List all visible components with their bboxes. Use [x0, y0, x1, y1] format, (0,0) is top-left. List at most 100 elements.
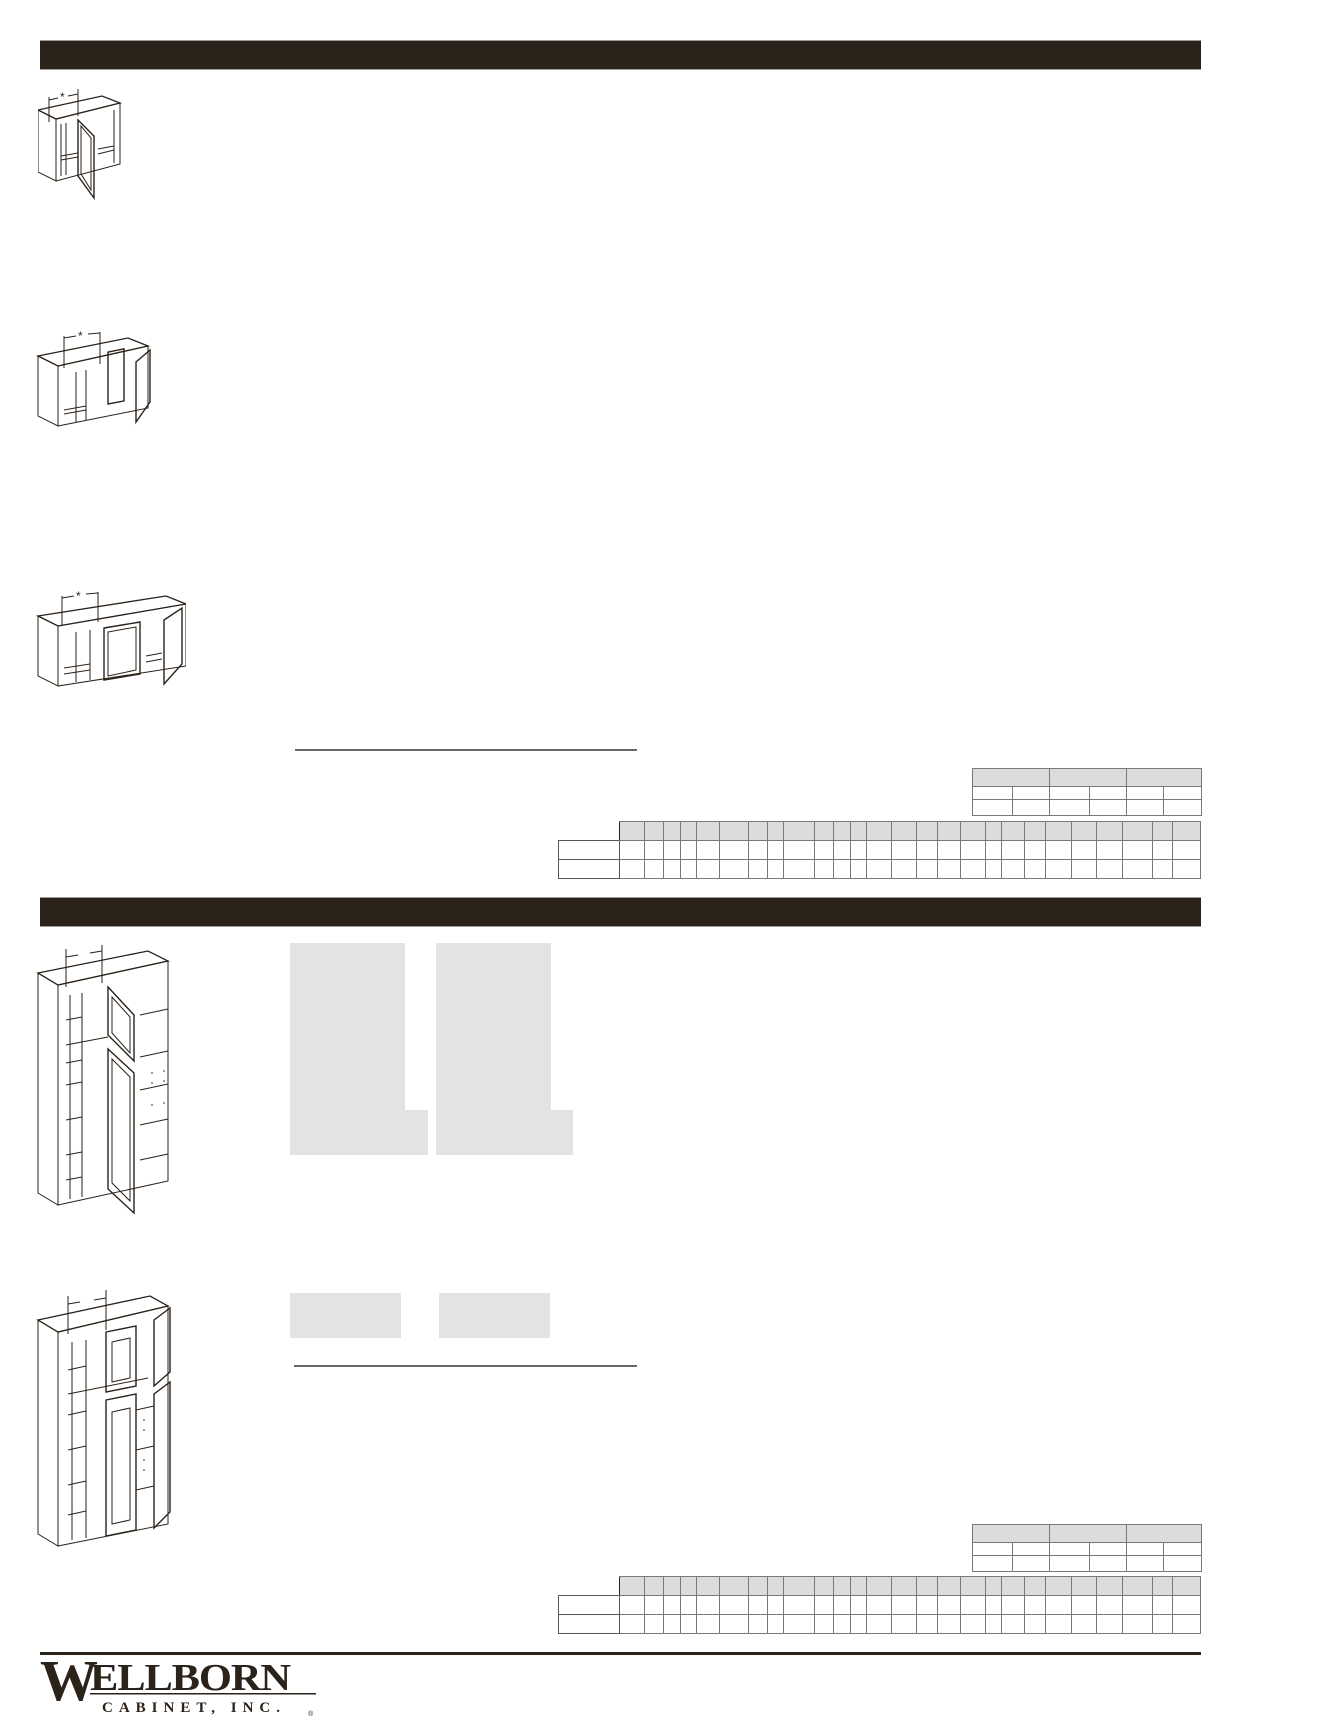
table-header-cell: [1171, 1576, 1202, 1596]
small-table-cell: [1089, 1542, 1127, 1556]
small-table-cell: [1126, 799, 1164, 816]
small-table-cell: [1089, 786, 1127, 800]
small-table-cell: [1012, 786, 1050, 800]
table-cell: [984, 840, 1003, 860]
table-cell: [833, 1595, 851, 1615]
table-cell: [1001, 859, 1026, 879]
table-cell: [748, 1595, 768, 1615]
table-cell: [891, 1614, 918, 1634]
table-cell: [916, 1595, 938, 1615]
table-cell: [696, 859, 720, 879]
table-header-cell: [937, 1576, 961, 1596]
table-cell: [1024, 1595, 1046, 1615]
table-cell: [766, 859, 785, 879]
table-cell: [891, 840, 918, 860]
table-header-cell: [1121, 821, 1153, 841]
table-header-cell: [866, 821, 893, 841]
blind-corner-wall-cabinet-double-door-drawing: *: [36, 330, 151, 427]
small-table-cell: [972, 786, 1013, 800]
table-cell: [937, 840, 961, 860]
table-cell: [662, 1595, 681, 1615]
small-table-cell: [1012, 799, 1050, 816]
table-cell: [1024, 840, 1046, 860]
table-cell: [1070, 859, 1097, 879]
small-spec-table-tall: [972, 1524, 1202, 1572]
table-cell: [783, 859, 816, 879]
table-cell: [1151, 1595, 1173, 1615]
table-cell: [849, 1614, 868, 1634]
small-table-cell: [1049, 1555, 1090, 1572]
small-table-cell: [972, 1542, 1013, 1556]
large-spec-table-tall: [557, 1576, 1202, 1634]
table-cell: [891, 859, 918, 879]
divider-line: [294, 1365, 637, 1367]
footer-divider-line: [40, 1652, 1201, 1655]
small-table-cell: [1126, 1542, 1164, 1556]
small-table-header-cell: [972, 768, 1050, 787]
table-header-cell: [1095, 1576, 1123, 1596]
section-header-bar-wall-blind-corner: [40, 40, 1201, 70]
table-cell: [679, 1614, 698, 1634]
svg-text:*: *: [78, 330, 83, 343]
table-cell: [1044, 859, 1072, 879]
table-cell: [916, 859, 938, 879]
large-spec-table-wall: [557, 821, 1202, 879]
table-cell: [916, 1614, 938, 1634]
table-cell: [937, 1614, 961, 1634]
table-cell: [1121, 1595, 1153, 1615]
table-header-cell: [937, 821, 961, 841]
table-cell: [1024, 1614, 1046, 1634]
table-cell: [1001, 1595, 1026, 1615]
tall-blind-corner-pantry-single-door-drawing: [36, 945, 170, 1215]
small-table-cell: [1012, 1542, 1050, 1556]
table-cell: [1095, 1614, 1123, 1634]
table-cell: [748, 1614, 768, 1634]
small-table-cell: [1049, 1542, 1090, 1556]
table-cell: [619, 859, 646, 879]
row-label: [557, 1595, 621, 1615]
small-table-header-cell: [1126, 768, 1202, 787]
small-table-cell: [972, 799, 1013, 816]
table-header-cell: [1044, 1576, 1072, 1596]
table-cell: [644, 859, 664, 879]
table-header-cell: [766, 821, 785, 841]
table-header-cell: [662, 1576, 681, 1596]
table-header-cell: [766, 1576, 785, 1596]
table-cell: [644, 1595, 664, 1615]
table-cell: [814, 1614, 835, 1634]
table-cell: [984, 1614, 1003, 1634]
table-header-cell: [718, 821, 750, 841]
table-cell: [766, 1595, 785, 1615]
table-header-cell: [833, 821, 851, 841]
table-header-cell: [984, 1576, 1003, 1596]
table-cell: [718, 859, 750, 879]
table-header-cell: [1070, 1576, 1097, 1596]
table-cell: [959, 1614, 986, 1634]
table-cell: [679, 840, 698, 860]
table-header-cell: [959, 821, 986, 841]
table-cell: [783, 840, 816, 860]
table-cell: [619, 1614, 646, 1634]
table-header-cell: [1151, 1576, 1173, 1596]
blind-corner-wall-cabinet-triple-door-drawing: *: [36, 590, 186, 687]
wellborn-cabinet-logo: W ELLBORN CABINET, INC. ®: [40, 1656, 316, 1718]
table-cell: [959, 1595, 986, 1615]
table-header-cell: [1024, 821, 1046, 841]
table-cell: [1024, 859, 1046, 879]
table-cell: [783, 1595, 816, 1615]
table-cell: [662, 859, 681, 879]
table-cell: [696, 1614, 720, 1634]
table-cell: [696, 1595, 720, 1615]
table-cell: [866, 859, 893, 879]
table-cell: [1070, 1595, 1097, 1615]
table-corner-blank: [559, 822, 620, 841]
table-cell: [619, 840, 646, 860]
table-cell: [644, 1614, 664, 1634]
small-table-header-cell: [1049, 1524, 1127, 1543]
table-header-cell: [849, 1576, 868, 1596]
table-cell: [959, 859, 986, 879]
table-cell: [1171, 1595, 1202, 1615]
table-header-cell: [814, 821, 835, 841]
table-cell: [1171, 859, 1202, 879]
table-cell: [1095, 840, 1123, 860]
